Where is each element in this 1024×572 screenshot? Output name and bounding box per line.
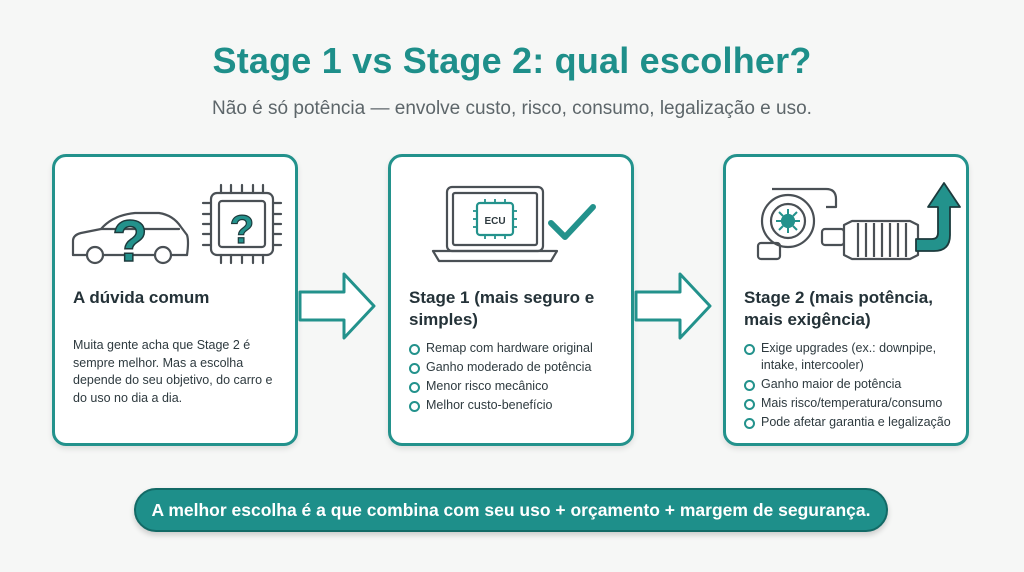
card-icons: ? ?: [55, 179, 295, 275]
arrow-right-icon: [298, 272, 376, 340]
list-item: Ganho maior de potência: [744, 376, 958, 393]
card-stage-2: Stage 2 (mais potência, mais exigência) …: [723, 154, 969, 446]
arrow-up-icon: [915, 182, 961, 252]
arrow-right-icon: [634, 272, 712, 340]
card-stage-1: ECU Stage 1 (mais seguro e simples) Rema…: [388, 154, 634, 446]
card-description: Muita gente acha que Stage 2 é sempre me…: [73, 338, 273, 405]
card-common-doubt: ? ? A dúvida comum Muita gente acha que …: [52, 154, 298, 446]
list-item: Pode afetar garantia e legalização: [744, 414, 958, 431]
laptop-ecu-icon: [431, 185, 559, 263]
list-item: Exige upgrades (ex.: downpipe, intake, i…: [744, 340, 958, 374]
card-icons: ECU: [391, 179, 631, 269]
list-item: Ganho moderado de potência: [409, 359, 623, 376]
card-icons: [726, 179, 966, 269]
list-item: Melhor custo-benefício: [409, 397, 623, 414]
list-item: Remap com hardware original: [409, 340, 623, 357]
list-item: Mais risco/temperatura/consumo: [744, 395, 958, 412]
card-title: Stage 2 (mais potência, mais exigência): [744, 288, 933, 329]
page-subtitle: Não é só potência — envolve custo, risco…: [212, 98, 812, 119]
turbo-icon: [756, 187, 838, 261]
intercooler-icon: [820, 219, 920, 261]
card-title: Stage 1 (mais seguro e simples): [409, 288, 595, 329]
ecu-label: ECU: [484, 216, 505, 227]
page-title: Stage 1 vs Stage 2: qual escolher?: [212, 40, 812, 81]
checkmark-icon: [548, 204, 596, 240]
car-question-icon: [71, 211, 190, 265]
conclusion-banner: A melhor escolha é a que combina com seu…: [134, 488, 888, 532]
bullet-list: Exige upgrades (ex.: downpipe, intake, i…: [744, 340, 958, 433]
svg-text:?: ?: [230, 208, 254, 252]
bullet-list: Remap com hardware original Ganho modera…: [409, 340, 623, 416]
card-title: A dúvida comum: [73, 288, 210, 307]
list-item: Menor risco mecânico: [409, 378, 623, 395]
svg-text:?: ?: [112, 209, 147, 269]
chip-question-icon: [201, 183, 283, 265]
